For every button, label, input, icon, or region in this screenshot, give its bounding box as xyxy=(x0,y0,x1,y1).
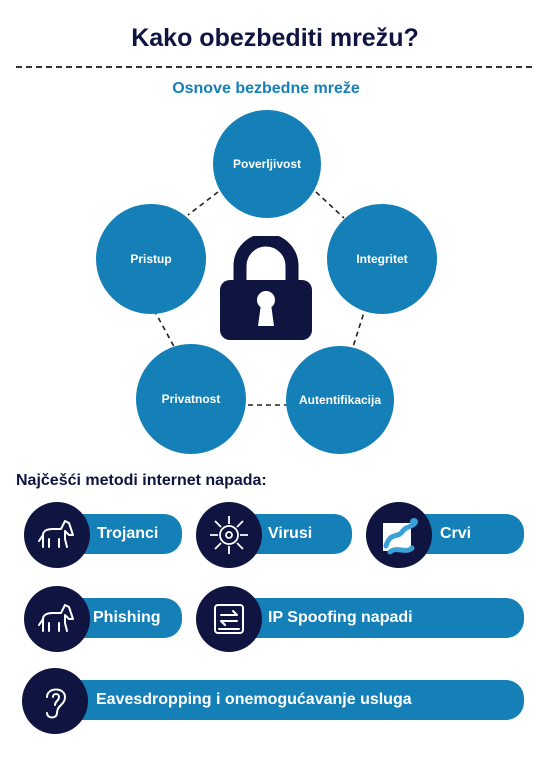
trojan-horse-icon xyxy=(24,502,90,568)
connector-lines xyxy=(153,191,367,406)
node-integrity: Integritet xyxy=(327,204,437,314)
attack-label-trojans: Trojanci xyxy=(97,525,159,542)
node-label: Poverljivost xyxy=(232,157,302,171)
subtitle: Osnove bezbedne mreže xyxy=(172,80,360,97)
node-privacy: Privatnost xyxy=(136,344,246,454)
node-label: Pristup xyxy=(130,252,172,266)
page-title: Kako obezbediti mrežu? xyxy=(131,24,419,52)
horse-icon xyxy=(24,586,90,652)
node-label: Integritet xyxy=(356,252,408,266)
node-label: Autentifikacija xyxy=(298,393,382,407)
connector-line xyxy=(351,305,367,351)
node-authentication: Autentifikacija xyxy=(286,346,394,454)
attacks-title: Najčešći metodi internet napada: xyxy=(16,472,267,489)
worm-icon xyxy=(366,502,432,568)
attack-label-viruses: Virusi xyxy=(268,525,313,542)
connector-line xyxy=(315,191,345,219)
node-label: Privatnost xyxy=(161,392,221,406)
ear-icon xyxy=(22,668,88,734)
attack-label-phishing: Phishing xyxy=(93,609,161,626)
connector-line xyxy=(153,309,178,353)
divider xyxy=(16,66,532,68)
node-confidentiality: Poverljivost xyxy=(213,110,321,218)
attack-pill-ip-spoofing xyxy=(232,598,524,638)
exchange-device-icon xyxy=(196,586,262,652)
attack-label-eavesdropping: Eavesdropping i onemogućavanje usluga xyxy=(96,691,412,708)
connector-line xyxy=(187,191,219,216)
attack-label-worms: Crvi xyxy=(440,525,472,542)
virus-icon xyxy=(196,502,262,568)
node-access: Pristup xyxy=(96,204,206,314)
padlock-icon xyxy=(220,236,312,340)
attack-pill-eavesdropping xyxy=(62,680,524,720)
attack-label-ip-spoofing: IP Spoofing napadi xyxy=(268,609,413,626)
